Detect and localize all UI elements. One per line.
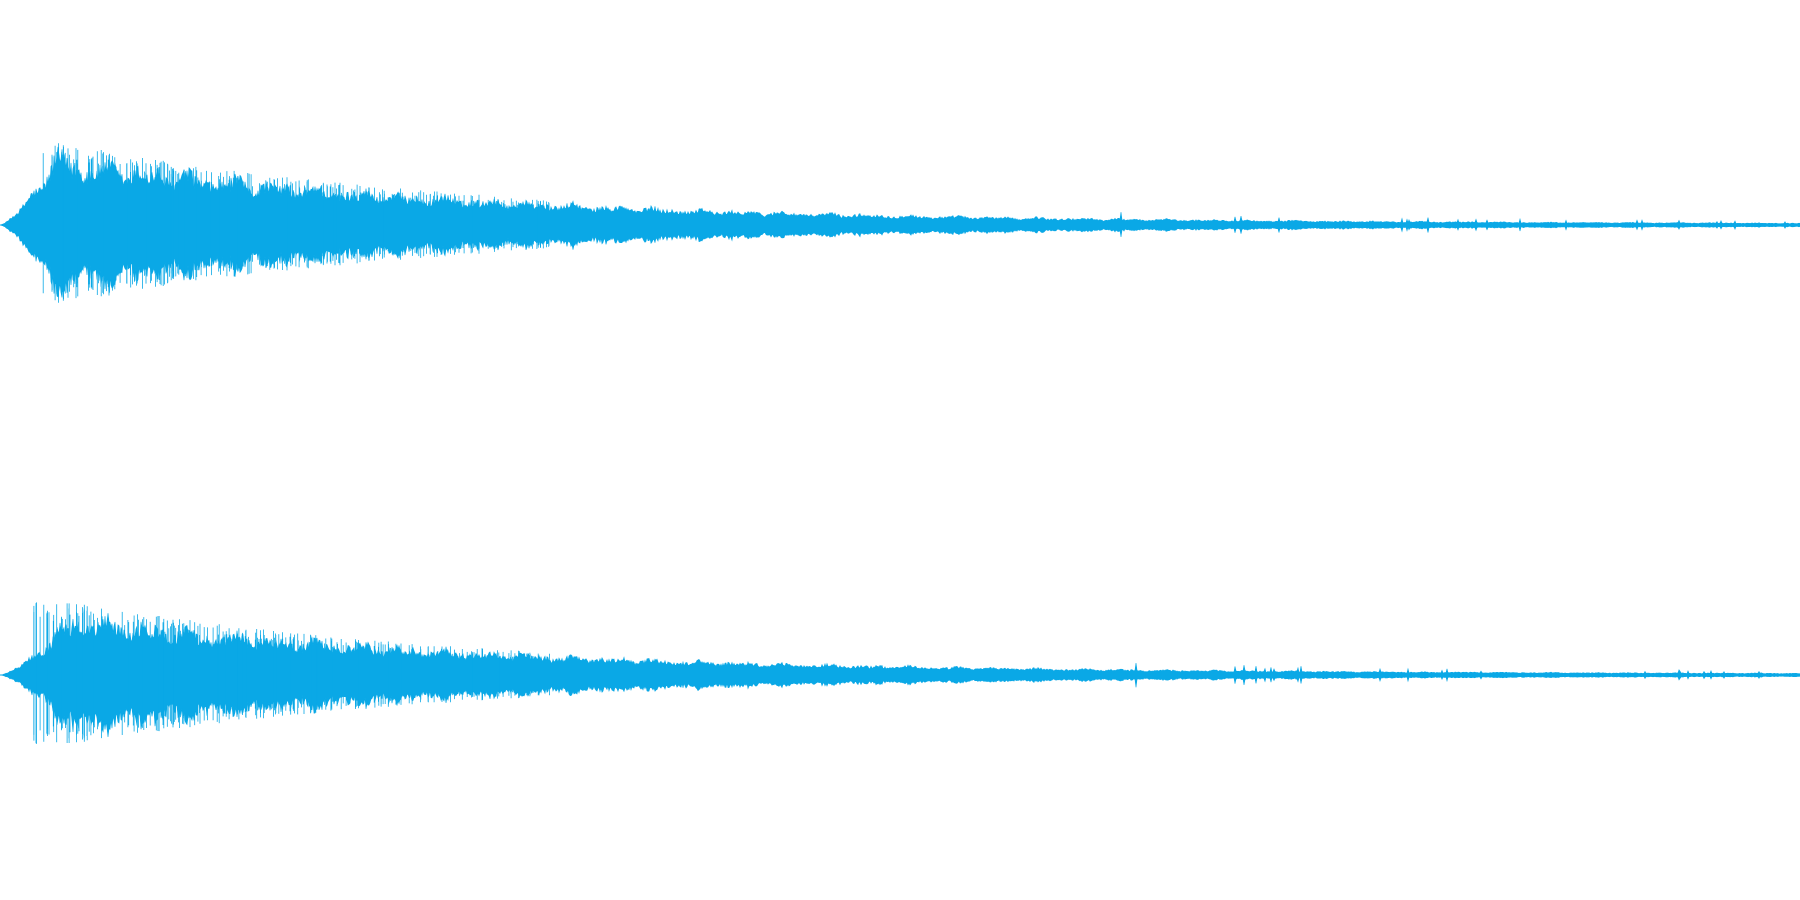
channel-2-amplitude bbox=[0, 613, 1800, 738]
channel-1-amplitude bbox=[0, 146, 1800, 298]
channel-2-waveform bbox=[0, 602, 1800, 744]
channel-1-waveform bbox=[0, 143, 1800, 303]
